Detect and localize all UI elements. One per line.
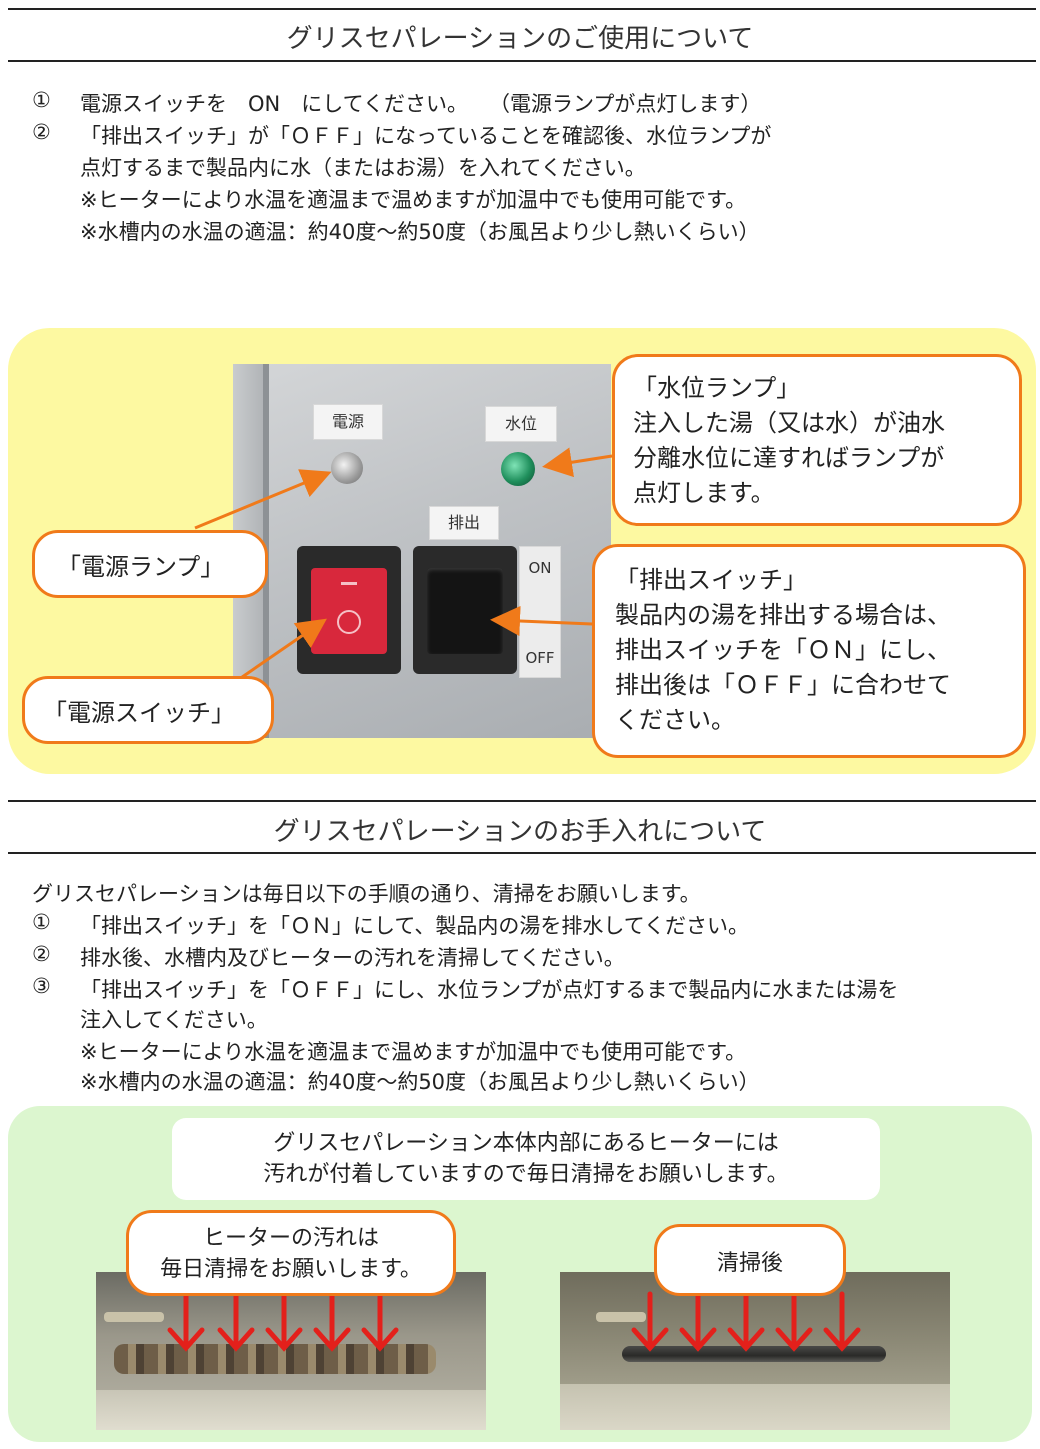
water-level-lamp <box>501 452 535 486</box>
power-switch-arrow <box>231 618 327 686</box>
step-text: 「排出スイッチ」を「ＯＦＦ」にし、水位ランプが点灯するまで製品内に水または湯を <box>80 978 899 1002</box>
note-text: ※水槽内の水温の適温：約40度～約50度（お風呂より少し熱いくらい） <box>80 220 760 244</box>
down-arrow-icon <box>727 1291 765 1352</box>
drain-switch-arrow <box>490 606 593 636</box>
step-text: 電源スイッチを ON にしてください。 （電源ランプが点灯します） <box>80 92 762 116</box>
down-arrow-icon <box>313 1291 351 1352</box>
step-number: ② <box>32 942 51 966</box>
step-continuation: 注入してください。 <box>80 1008 268 1032</box>
water-lamp-callout: 「水位ランプ」 注入した湯（又は水）が油水 分離水位に達すればランプが 点灯しま… <box>612 354 1022 526</box>
callout-title: 「電源スイッチ」 <box>43 699 235 727</box>
notice-text: 汚れが付着していますので毎日清掃をお願いします。 <box>263 1162 789 1187</box>
callout-title: 「電源ランプ」 <box>57 553 225 581</box>
step-text: 「排出スイッチ」を「ＯＮ」にして、製品内の湯を排水してください。 <box>80 914 750 938</box>
red-arrows <box>167 1291 861 1352</box>
callout-title: 「排出スイッチ」 <box>615 566 807 594</box>
step-number: ① <box>32 910 51 934</box>
drain-switch-callout: 「排出スイッチ」 製品内の湯を排出する場合は、 排出スイッチを「ＯＮ」にし、 排… <box>592 544 1026 758</box>
callout-text: 排出スイッチを「ＯＮ」にし、 <box>615 636 951 664</box>
callout-text: 清掃後 <box>716 1251 783 1276</box>
section2-title: グリスセパレーションのお手入れについて <box>273 817 767 847</box>
water-lamp-arrow <box>542 447 613 478</box>
intro-text: グリスセパレーションは毎日以下の手順の通り、清掃をお願いします。 <box>32 882 701 906</box>
on-off-plate: ON OFF <box>519 546 561 678</box>
step-number: ③ <box>32 974 51 998</box>
section1-title-rule <box>8 60 1036 62</box>
step-text: 「排出スイッチ」が「ＯＦＦ」になっていることを確認後、水位ランプが <box>80 124 772 148</box>
water-level-label: 水位 <box>485 406 557 442</box>
control-panel-photo: 電源 水位 排出 ON OFF <box>233 364 611 738</box>
down-arrow-icon <box>823 1291 861 1352</box>
power-lamp <box>331 452 363 484</box>
note-text: ※ヒーターにより水温を適温まで温めますが加温中でも使用可能です。 <box>80 1040 747 1064</box>
callout-title: 「水位ランプ」 <box>633 374 801 402</box>
power-lamp-callout: 「電源ランプ」 <box>32 530 268 598</box>
callout-text: ください。 <box>615 706 735 734</box>
top-rule <box>8 8 1036 10</box>
power-lamp-arrow <box>194 469 332 530</box>
section1-title: グリスセパレーションのご使用について <box>286 24 754 54</box>
callout-text: 注入した湯（又は水）が油水 <box>633 409 945 437</box>
down-arrow-icon <box>679 1291 717 1352</box>
step-number: ② <box>32 120 51 144</box>
callout-text: 毎日清掃をお願いします。 <box>160 1257 422 1282</box>
after-cleaning-callout: 清掃後 <box>654 1224 846 1296</box>
power-switch-frame <box>297 546 401 674</box>
drain-label: 排出 <box>429 506 499 540</box>
off-label: OFF <box>525 649 555 667</box>
notice-text: グリスセパレーション本体内部にあるヒーターには <box>273 1131 779 1156</box>
clean-heater-photo <box>560 1272 950 1430</box>
callout-text: 分離水位に達すればランプが <box>633 444 945 472</box>
on-label: ON <box>528 559 552 577</box>
down-arrow-icon <box>217 1291 255 1352</box>
step-text: 排水後、水槽内及びヒーターの汚れを清掃してください。 <box>80 946 625 970</box>
power-label: 電源 <box>313 404 383 440</box>
callout-text: 製品内の湯を排出する場合は、 <box>615 601 951 629</box>
step-number: ① <box>32 88 51 112</box>
section2-top-rule <box>8 800 1036 802</box>
down-arrow-icon <box>775 1291 813 1352</box>
clean-heater-rod <box>622 1346 886 1362</box>
callout-arrows <box>194 447 613 686</box>
note-text: ※水槽内の水温の適温：約40度～約50度（お風呂より少し熱いくらい） <box>80 1070 760 1094</box>
callout-text: 排出後は「ＯＦＦ」に合わせて <box>615 671 951 699</box>
section2-title-rule <box>8 852 1036 854</box>
dirty-heater-photo <box>96 1272 486 1430</box>
heater-notice: グリスセパレーション本体内部にあるヒーターには 汚れが付着していますので毎日清掃… <box>172 1118 880 1200</box>
dirty-heater-callout: ヒーターの汚れは 毎日清掃をお願いします。 <box>126 1210 456 1296</box>
callout-text: 点灯します。 <box>633 479 775 507</box>
down-arrow-icon <box>361 1291 399 1352</box>
callout-text: ヒーターの汚れは <box>202 1226 379 1251</box>
step-continuation: 点灯するまで製品内に水（またはお湯）を入れてください。 <box>80 156 646 180</box>
down-arrow-icon <box>265 1291 303 1352</box>
power-switch-callout: 「電源スイッチ」 <box>22 676 274 744</box>
down-arrow-icon <box>631 1291 669 1352</box>
down-arrow-icon <box>167 1291 205 1352</box>
note-text: ※ヒーターにより水温を適温まで温めますが加温中でも使用可能です。 <box>80 188 747 212</box>
